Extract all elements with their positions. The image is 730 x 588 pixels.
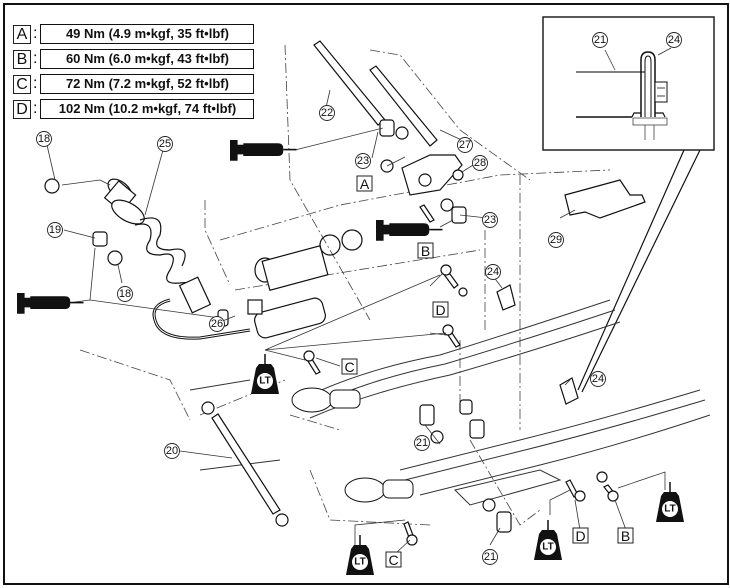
torque-label-a: A [356,175,373,192]
svg-text:24: 24 [668,34,680,46]
inset-callout-24: 24 [666,32,682,48]
part-callout-18: 18 [117,286,133,302]
svg-text:21: 21 [484,551,496,563]
part-callout-25: 25 [157,136,173,152]
svg-text:23: 23 [357,155,369,167]
svg-text:26: 26 [211,318,223,330]
leaf-spring-ends [291,387,414,503]
bracket [401,154,464,196]
grease-gun-icon [229,139,298,162]
torque-spec-a: A : 49 Nm (4.9 m•kgf, 35 ft•lbf) [13,23,255,45]
part-callout-28: 28 [472,155,488,171]
svg-text:D: D [575,528,585,544]
locktite-bottle-icon: LT [655,481,685,523]
torque-label-c: C [341,358,358,375]
svg-text:19: 19 [49,224,61,236]
torque-key: D [13,99,31,119]
torque-spec-b: B : 60 Nm (6.0 m•kgf, 43 ft•lbf) [13,48,255,70]
torque-spec-d: D : 102 Nm (10.2 m•kgf, 74 ft•lbf) [13,98,255,120]
torque-value: 72 Nm (7.2 m•kgf, 52 ft•lbf) [40,74,255,94]
svg-text:C: C [388,552,398,568]
svg-text:20: 20 [166,445,178,457]
svg-text:24: 24 [592,373,604,385]
svg-text:B: B [621,528,630,544]
svg-text:LT: LT [664,504,675,515]
inset-callout-21: 21 [592,32,608,48]
svg-text:29: 29 [550,234,562,246]
svg-text:21: 21 [416,437,428,449]
torque-value: 60 Nm (6.0 m•kgf, 43 ft•lbf) [40,49,255,69]
inset-detail [542,16,715,393]
part-callout-23: 23 [482,212,498,228]
locktite-bottle-icon: LT [345,534,375,576]
svg-text:24: 24 [487,266,499,278]
torque-key: C [13,74,31,94]
grease-gun-icon [16,292,85,315]
torque-label-b: B [617,527,634,544]
bracket-29 [564,179,646,219]
svg-text:C: C [344,359,354,375]
torque-value: 49 Nm (4.9 m•kgf, 35 ft•lbf) [40,24,255,44]
colon: : [33,25,38,42]
reservoir [247,229,363,339]
torque-spec-c: C : 72 Nm (7.2 m•kgf, 52 ft•lbf) [13,73,255,95]
part-callout-23: 23 [355,153,371,169]
svg-text:21: 21 [594,34,606,46]
part-callout-29: 29 [548,232,564,248]
svg-text:LT: LT [259,376,270,387]
colon: : [33,50,38,67]
svg-text:23: 23 [484,214,496,226]
svg-text:LT: LT [354,557,365,568]
part-callout-22: 22 [319,105,335,121]
torque-value: 102 Nm (10.2 m•kgf, 74 ft•lbf) [40,99,255,119]
svg-text:A: A [360,176,370,192]
part-callout-26: 26 [209,316,225,332]
part-callout-27: 27 [457,137,473,153]
grease-gun-icon [375,219,444,242]
colon: : [33,100,38,117]
locktite-bottle-icon: LT [533,519,563,561]
svg-text:18: 18 [38,133,50,145]
svg-text:B: B [421,243,430,259]
part-callout-21: 21 [414,435,430,451]
torque-key: A [13,24,31,44]
torque-label-d: D [432,301,449,318]
part-callout-20: 20 [164,443,180,459]
torque-key: B [13,49,31,69]
svg-text:D: D [435,302,445,318]
clips [496,284,579,405]
svg-text:LT: LT [542,542,553,553]
torque-label-c: C [385,551,402,568]
part-callout-19: 19 [47,222,63,238]
shafts [211,40,438,515]
part-callout-21: 21 [482,549,498,565]
part-callout-24: 24 [590,371,606,387]
svg-text:22: 22 [321,107,333,119]
svg-text:25: 25 [159,138,171,150]
assembly-guide-lines [79,44,611,526]
part-callout-24: 24 [485,264,501,280]
svg-text:27: 27 [459,139,471,151]
colon: : [33,75,38,92]
leader-lines [46,89,666,554]
svg-text:28: 28 [474,157,486,169]
torque-label-b: B [417,242,434,259]
part-callout-18: 18 [36,131,52,147]
locktite-bottle-icon: LT [250,353,280,395]
torque-label-d: D [572,527,589,544]
svg-text:18: 18 [119,288,131,300]
bolts [303,204,619,546]
shock-absorber [103,178,251,340]
